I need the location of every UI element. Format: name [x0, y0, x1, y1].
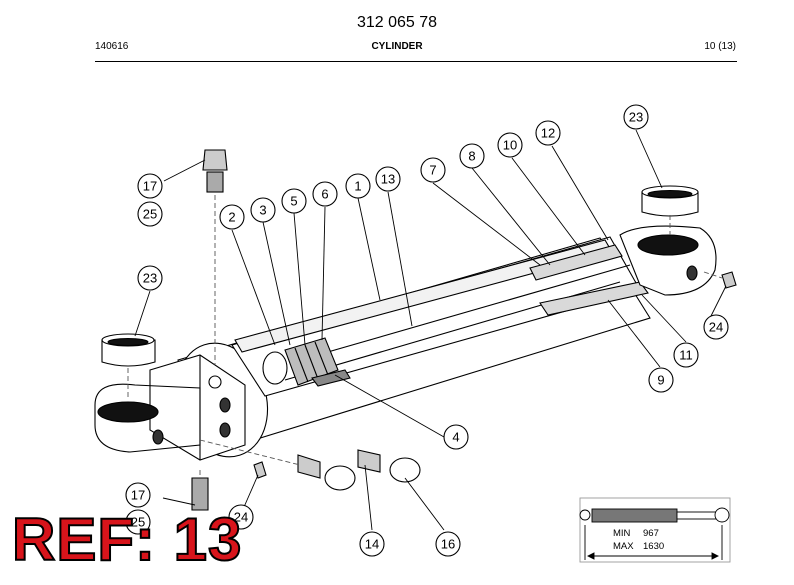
callout-13: 13 — [381, 172, 395, 187]
header-divider — [95, 61, 737, 62]
callout-10: 10 — [503, 138, 517, 153]
fitting-top — [202, 149, 228, 171]
check-valve-1 — [297, 454, 321, 479]
callout-12: 12 — [541, 126, 555, 141]
rod-eye-bore — [97, 401, 159, 423]
stroke-max-value: 1630 — [643, 541, 664, 552]
callout-23-left: 23 — [143, 271, 157, 286]
callout-4: 4 — [452, 430, 459, 445]
callout-17-top: 17 — [143, 179, 157, 194]
page-number: 10 (13) — [704, 41, 736, 52]
stroke-max-label: MAX — [613, 541, 634, 552]
rod-eye — [94, 383, 201, 453]
callout-24-right: 24 — [709, 320, 723, 335]
callout-8: 8 — [468, 149, 475, 164]
callout-9: 9 — [657, 373, 664, 388]
stroke-min-value: 967 — [643, 528, 659, 539]
callout-7: 7 — [429, 163, 436, 178]
reference-label: REF: 13 — [11, 506, 243, 573]
callout-2: 2 — [228, 210, 235, 225]
guide-strip-upper — [529, 244, 623, 281]
check-valve-2 — [357, 449, 381, 473]
callout-16: 16 — [441, 537, 455, 552]
date-code: 140616 — [95, 41, 129, 52]
callout-3: 3 — [259, 203, 266, 218]
grease-nipple-2 — [721, 271, 737, 289]
part-number: 312 065 78 — [356, 14, 438, 31]
callout-5: 5 — [290, 194, 297, 209]
callout-23-right: 23 — [629, 110, 643, 125]
callout-24-bottom: 24 — [234, 510, 248, 525]
callout-17-bottom: 17 — [131, 488, 145, 503]
cap-1 — [324, 465, 356, 491]
piston-face — [262, 351, 288, 385]
callout-1: 1 — [354, 179, 361, 194]
fitting-bottom — [191, 477, 209, 511]
cap-2 — [389, 457, 421, 483]
callout-25-top: 25 — [143, 207, 157, 222]
grease-nipple-1 — [253, 461, 267, 479]
page-title: CYLINDER — [371, 41, 423, 52]
callout-14: 14 — [365, 537, 379, 552]
guide-strip-lower — [539, 281, 649, 316]
bushing-right — [641, 191, 699, 217]
stroke-min-label: MIN — [613, 528, 631, 539]
callout-11: 11 — [679, 348, 693, 363]
wear-ring — [311, 369, 351, 387]
stroke-range-inset — [579, 497, 731, 563]
callout-25-bottom: 25 — [131, 515, 145, 530]
head-eye-bore — [637, 234, 699, 256]
callout-6: 6 — [321, 187, 328, 202]
bushing-left — [101, 339, 156, 367]
